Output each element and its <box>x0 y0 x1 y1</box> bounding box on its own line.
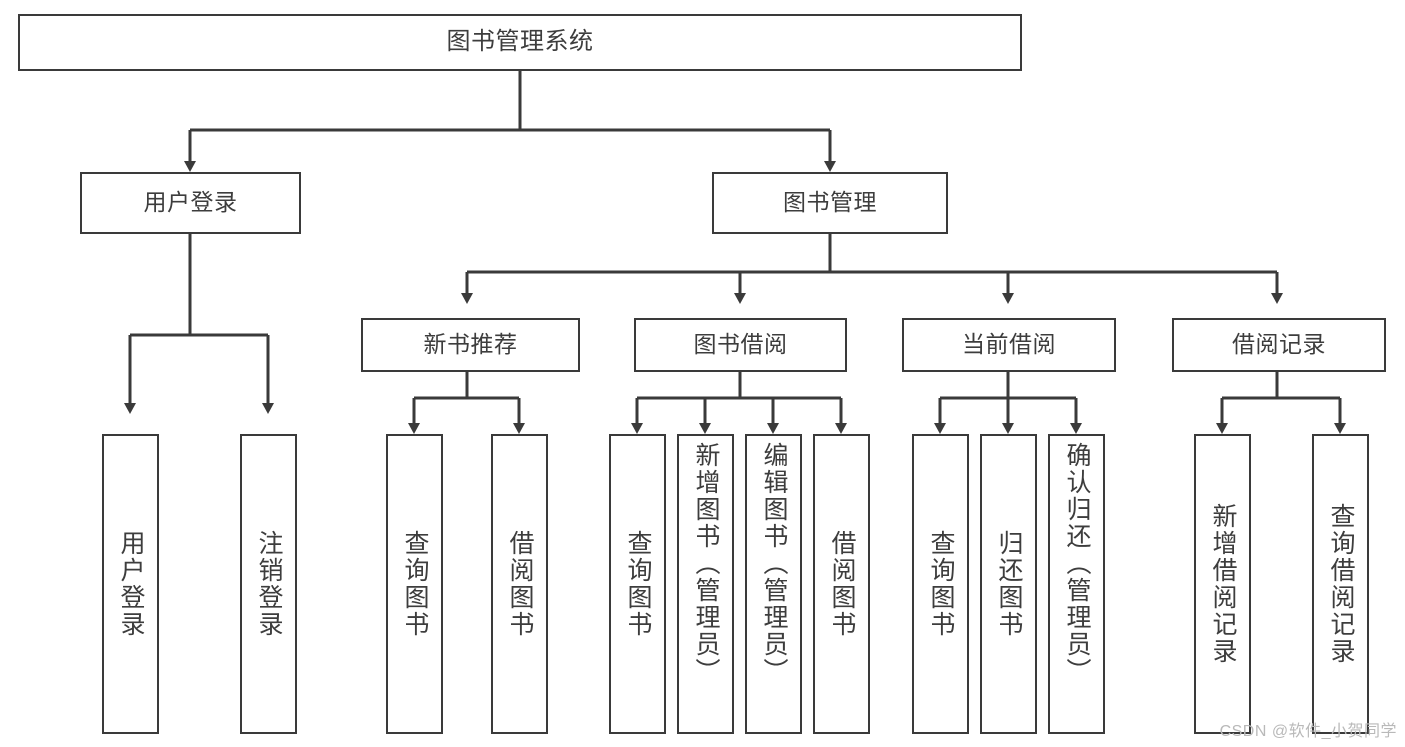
node-label: 查询图书 <box>624 530 652 638</box>
leaf-add-borrow-record[interactable]: 新增借阅记录 <box>1194 434 1251 734</box>
node-book-management[interactable]: 图书管理 <box>712 172 948 234</box>
node-label: 借阅记录 <box>1232 331 1326 358</box>
node-user-login[interactable]: 用户登录 <box>80 172 301 234</box>
leaf-logout[interactable]: 注销登录 <box>240 434 297 734</box>
node-label: 查询图书 <box>927 530 955 638</box>
watermark: CSDN @软件_小贺同学 <box>1219 723 1397 740</box>
node-label: 用户登录 <box>117 530 145 638</box>
node-label: 借阅图书 <box>506 530 534 638</box>
node-new-book-recommendation[interactable]: 新书推荐 <box>361 318 580 372</box>
node-label: 查询图书 <box>401 530 429 638</box>
leaf-return-book[interactable]: 归还图书 <box>980 434 1037 734</box>
leaf-edit-book-admin[interactable]: 编辑图书（管理员） <box>745 434 802 734</box>
leaf-borrow-book-2[interactable]: 借阅图书 <box>813 434 870 734</box>
node-book-borrowing[interactable]: 图书借阅 <box>634 318 847 372</box>
leaf-add-book-admin[interactable]: 新增图书（管理员） <box>677 434 734 734</box>
node-label: 当前借阅 <box>962 331 1056 358</box>
node-borrow-records[interactable]: 借阅记录 <box>1172 318 1386 372</box>
node-label: 确认归还（管理员） <box>1063 442 1091 685</box>
node-label: 图书借阅 <box>693 331 788 358</box>
node-current-borrowing[interactable]: 当前借阅 <box>902 318 1116 372</box>
node-label: 注销登录 <box>255 530 283 638</box>
node-label: 图书管理系统 <box>446 28 594 56</box>
leaf-user-login[interactable]: 用户登录 <box>102 434 159 734</box>
leaf-query-book-1[interactable]: 查询图书 <box>386 434 443 734</box>
node-label: 归还图书 <box>995 530 1023 638</box>
node-label: 用户登录 <box>143 189 238 216</box>
node-label: 图书管理 <box>783 189 877 216</box>
leaf-query-book-2[interactable]: 查询图书 <box>609 434 666 734</box>
leaf-confirm-return-admin[interactable]: 确认归还（管理员） <box>1048 434 1105 734</box>
leaf-query-borrow-record[interactable]: 查询借阅记录 <box>1312 434 1369 734</box>
node-label: 新增借阅记录 <box>1209 503 1237 665</box>
leaf-borrow-book-1[interactable]: 借阅图书 <box>491 434 548 734</box>
node-label: 查询借阅记录 <box>1327 503 1355 665</box>
leaf-query-book-3[interactable]: 查询图书 <box>912 434 969 734</box>
node-label: 新书推荐 <box>423 331 518 358</box>
node-root-system[interactable]: 图书管理系统 <box>18 14 1022 71</box>
node-label: 编辑图书（管理员） <box>760 442 788 685</box>
node-label: 新增图书（管理员） <box>692 442 720 685</box>
node-label: 借阅图书 <box>828 530 856 638</box>
